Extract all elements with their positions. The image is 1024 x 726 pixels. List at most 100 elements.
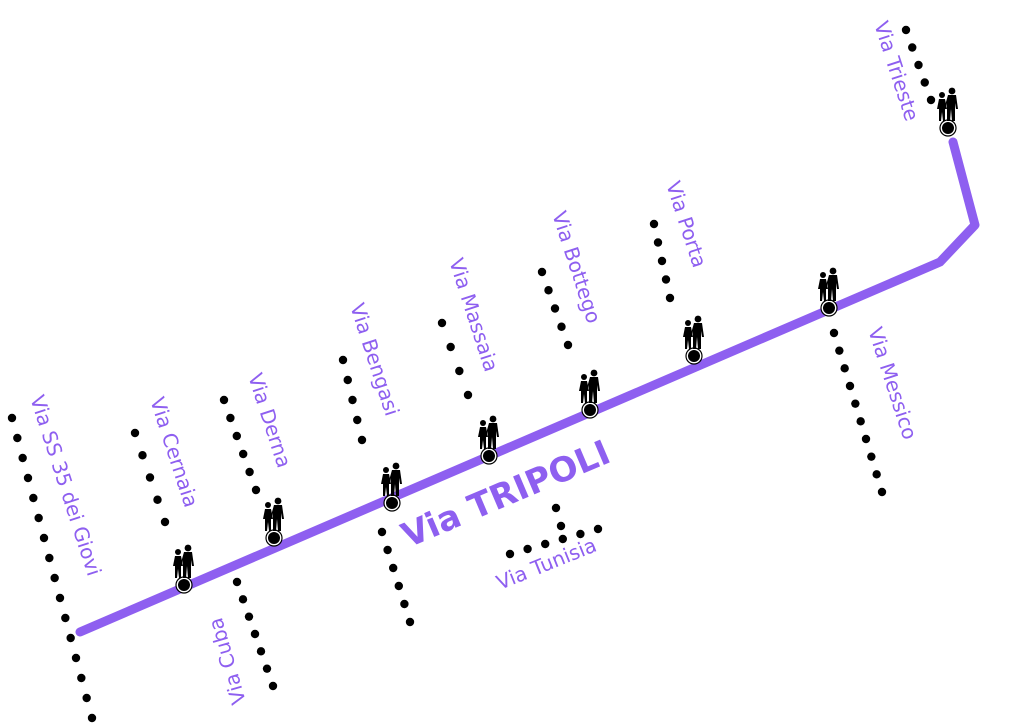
street-dot (550, 304, 560, 313)
street-dot (250, 629, 260, 639)
pedestrian-crossing-icon (263, 497, 284, 547)
street-dot (61, 613, 70, 623)
pedestrian-crossing-icon (937, 87, 958, 137)
street-label-trieste: Via Trieste (869, 18, 924, 124)
side-streets (7, 25, 936, 723)
street-dot (845, 381, 855, 391)
pedestrian-crossing-icon (818, 267, 839, 317)
street-dot (914, 60, 923, 70)
street-dot (400, 599, 409, 609)
street-dot (232, 577, 242, 587)
street-dot (537, 267, 547, 277)
street-dot (153, 495, 162, 504)
street-dot (437, 318, 447, 328)
street-label-ss35: Via SS 35 dei Giovi (25, 392, 106, 579)
street-dot (576, 529, 585, 539)
street-dot (463, 390, 473, 400)
pedestrian-crossing-icon (381, 462, 402, 512)
street-dot (867, 452, 876, 461)
street-label-massaia: Via Massaia (444, 255, 503, 374)
street-dot (130, 428, 140, 438)
street-dot (238, 595, 248, 604)
street-dot (343, 375, 352, 385)
street-label-derna: Via Derna (243, 370, 296, 471)
street-dot (29, 493, 38, 503)
street-dot (34, 513, 43, 523)
street-dot (138, 451, 147, 460)
street-dot (558, 534, 567, 544)
street-dot (262, 664, 272, 673)
street-dot (66, 633, 75, 643)
street-dot (926, 95, 936, 105)
street-dot (455, 366, 464, 376)
street-dot (160, 517, 170, 527)
street-dot (405, 617, 415, 627)
street-dot (348, 395, 357, 405)
street-dot (835, 346, 844, 355)
street-label-messico: Via Messico (863, 324, 922, 442)
street-dot (251, 485, 261, 495)
pedestrian-crossing-icon (579, 369, 600, 419)
street-dot (829, 328, 839, 338)
street-dot (649, 219, 659, 229)
pedestrian-crossing-icon (173, 544, 194, 594)
street-dot (389, 563, 398, 573)
street-dot (593, 524, 603, 534)
street-dot (505, 549, 515, 559)
street-dot (77, 673, 86, 683)
street-dot (145, 473, 155, 482)
street-dot (446, 342, 455, 352)
pedestrian-crossing-icon (478, 415, 499, 465)
street-dot (653, 238, 663, 247)
street-dot (82, 693, 91, 703)
pedestrian-crossing-icon (683, 315, 704, 365)
street-dot (357, 435, 367, 445)
crossings (173, 87, 958, 594)
via-tripoli-route (75, 137, 980, 637)
street-dot (856, 417, 865, 426)
street-dot (541, 539, 550, 549)
street-dot (39, 533, 49, 543)
street-label-cuba: Via Cuba (203, 615, 251, 707)
street-dot (377, 527, 387, 537)
street-dot (851, 399, 860, 408)
street-dot (657, 256, 667, 266)
street-dot (563, 340, 573, 350)
street-dot (901, 25, 911, 35)
street-dot (920, 78, 929, 87)
street-dot (55, 593, 65, 603)
street-dot (394, 581, 403, 591)
street-dot (45, 553, 54, 563)
street-dot (877, 487, 887, 497)
street-label-porta: Via Porta (661, 178, 711, 270)
street-dot (840, 364, 849, 373)
street-dot (18, 453, 27, 463)
street-dot (551, 503, 561, 513)
street-dot (338, 355, 348, 365)
street-dot (353, 415, 362, 425)
street-dot (87, 713, 97, 723)
street-dot (13, 433, 22, 443)
street-dot (71, 653, 81, 663)
street-dot (908, 43, 917, 52)
street-dot (23, 473, 33, 483)
street-dot (245, 467, 254, 477)
street-dot (256, 647, 266, 656)
street-dot (50, 573, 59, 583)
street-dot (661, 275, 671, 284)
street-dot (232, 431, 241, 441)
street-dot (239, 449, 248, 459)
street-dot (544, 286, 553, 295)
street-dot (861, 434, 871, 444)
street-dot (219, 395, 229, 405)
street-dot (244, 612, 254, 621)
street-dot (523, 544, 532, 554)
street-dot (556, 521, 566, 531)
street-dot (226, 413, 235, 423)
street-dot (268, 681, 278, 691)
street-label-cernaia: Via Cernaia (145, 394, 203, 510)
street-dot (872, 470, 881, 479)
street-dot (665, 293, 675, 303)
street-dot (383, 545, 392, 555)
